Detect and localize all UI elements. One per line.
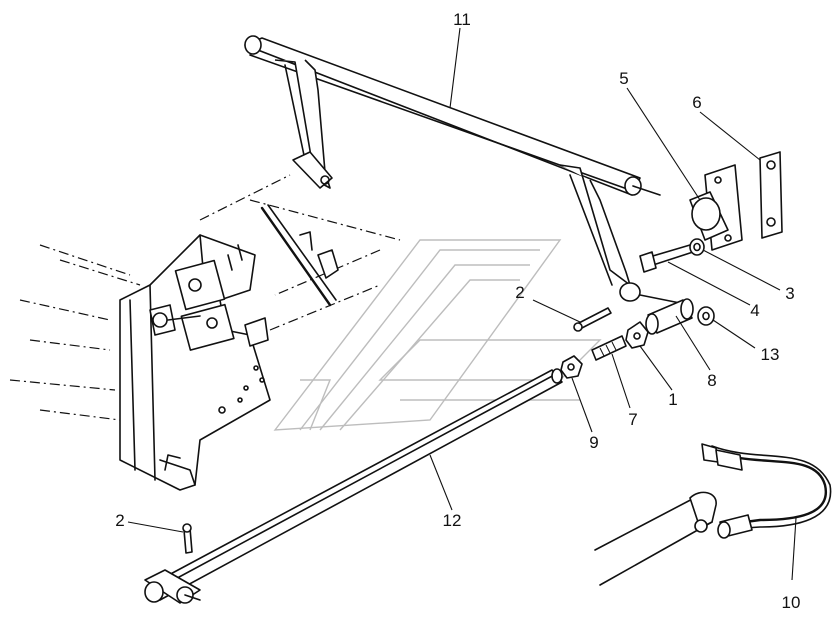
callout-2-lower: 2 [115, 511, 124, 530]
callout-9: 9 [589, 433, 598, 452]
callout-labels: 11 5 6 3 4 2 13 8 1 7 9 12 2 10 [115, 10, 800, 612]
machine-frame [9, 174, 401, 491]
part-3-washer [689, 238, 705, 256]
watermark-logo [273, 239, 602, 431]
callout-7: 7 [628, 410, 637, 429]
part-11-upper-frame [244, 35, 691, 306]
part-5-bearing-block [689, 164, 743, 251]
part-1-nut [625, 321, 649, 349]
callout-4: 4 [750, 301, 759, 320]
callout-3: 3 [785, 284, 794, 303]
callout-13: 13 [761, 345, 780, 364]
part-9-nut [560, 355, 583, 379]
part-7-stud [591, 335, 627, 361]
part-4-bolt [639, 244, 694, 273]
callout-12: 12 [443, 511, 462, 530]
part-2-cotter-pin-upper [573, 307, 612, 332]
leader-lines [127, 27, 797, 581]
part-10-hose [594, 443, 832, 586]
callout-11: 11 [453, 10, 471, 29]
callout-10: 10 [782, 593, 801, 612]
part-12-long-rod [144, 368, 563, 604]
callout-8: 8 [707, 371, 716, 390]
callout-6: 6 [692, 93, 701, 112]
part-2-cotter-pin-lower [182, 523, 193, 554]
callout-1: 1 [668, 390, 677, 409]
part-6-plate [759, 151, 783, 239]
part-13-washer [697, 306, 715, 326]
callout-2-upper: 2 [515, 283, 524, 302]
part-8-sleeve [645, 298, 694, 335]
callout-5: 5 [619, 69, 628, 88]
